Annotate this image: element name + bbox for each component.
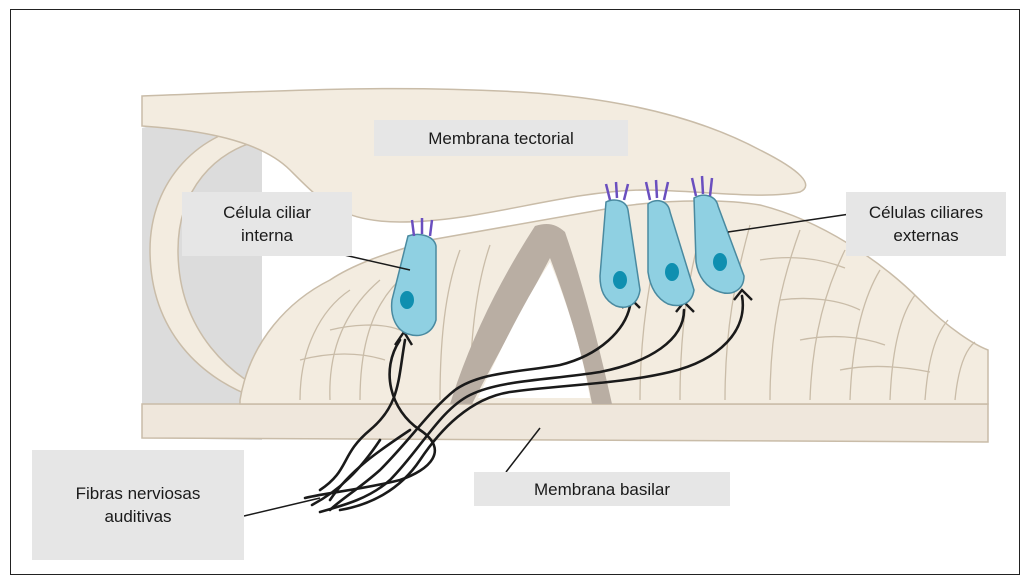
inner-hair-cell — [392, 218, 436, 335]
label-basilar-membrane: Membrana basilar — [474, 472, 730, 506]
basilar-membrane — [142, 404, 988, 442]
label-auditory-nerve-fibers: Fibras nerviosas auditivas — [32, 450, 244, 560]
label-tectorial-membrane: Membrana tectorial — [374, 120, 628, 156]
label-inner-hair-cell: Célula ciliar interna — [182, 192, 352, 256]
label-outer-hair-cells: Células ciliares externas — [846, 192, 1006, 256]
